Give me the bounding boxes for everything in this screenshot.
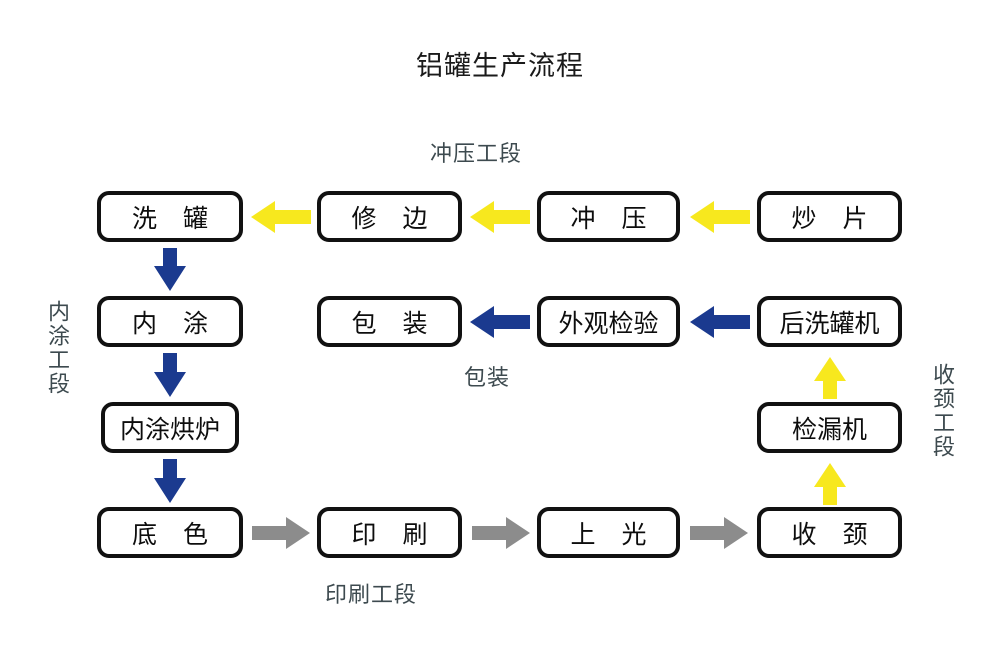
page-title: 铝罐生产流程	[416, 51, 584, 82]
arrow-oven-to-base-coat	[152, 459, 188, 503]
arrow-trimming-to-can-washing	[251, 199, 311, 235]
node-necking[interactable]: 收 颈	[757, 507, 902, 558]
section-label-printing: 印刷工段	[325, 583, 418, 608]
node-stamping[interactable]: 冲 压	[537, 191, 680, 242]
arrow-cupping-to-stamping	[690, 199, 750, 235]
node-packaging[interactable]: 包 装	[317, 296, 462, 347]
node-visual-inspection[interactable]: 外观检验	[537, 296, 680, 347]
node-base-coat[interactable]: 底 色	[97, 507, 243, 558]
node-post-washer[interactable]: 后洗罐机	[757, 296, 902, 347]
arrow-post-washer-to-visual-inspection	[690, 305, 750, 339]
arrow-leak-tester-to-post-washer	[812, 357, 848, 399]
section-label-inner-coating: 内涂工段	[44, 300, 69, 396]
section-label-necking: 收颈工段	[929, 363, 954, 459]
arrow-varnish-to-necking	[690, 517, 748, 549]
section-label-packaging: 包装	[464, 366, 511, 391]
arrow-printing-to-varnish	[472, 517, 530, 549]
arrow-base-coat-to-printing	[252, 517, 310, 549]
node-inner-coating[interactable]: 内 涂	[97, 296, 243, 347]
section-label-stamping: 冲压工段	[430, 142, 523, 167]
node-printing[interactable]: 印 刷	[317, 507, 462, 558]
arrow-necking-to-leak-tester	[812, 463, 848, 505]
node-inner-coating-oven[interactable]: 内涂烘炉	[101, 402, 239, 453]
arrow-can-washing-to-inner-coating	[152, 248, 188, 291]
node-cupping[interactable]: 炒 片	[757, 191, 902, 242]
arrow-visual-inspection-to-packaging	[470, 305, 530, 339]
arrow-inner-coating-to-oven	[152, 353, 188, 397]
node-varnish[interactable]: 上 光	[537, 507, 680, 558]
node-can-washing[interactable]: 洗 罐	[97, 191, 243, 242]
node-trimming[interactable]: 修 边	[317, 191, 462, 242]
node-leak-tester[interactable]: 检漏机	[757, 402, 902, 453]
arrow-stamping-to-trimming	[470, 199, 530, 235]
